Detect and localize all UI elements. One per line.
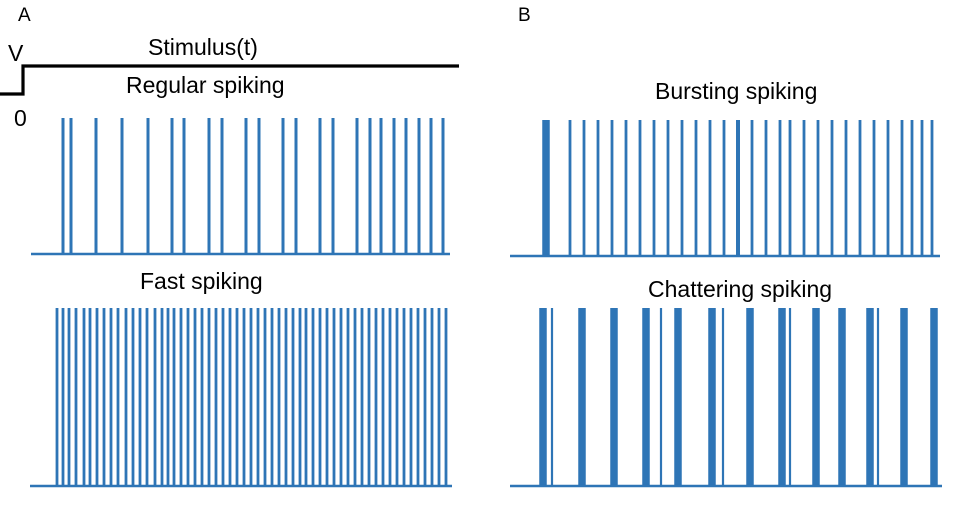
spike-group bbox=[542, 120, 934, 256]
stimulus-title: Stimulus(t) bbox=[148, 34, 258, 60]
fast-spiking-trace bbox=[30, 308, 452, 488]
regular-spiking-title: Regular spiking bbox=[126, 72, 285, 98]
voltage-axis-label: V bbox=[8, 40, 24, 66]
regular-spiking-trace bbox=[31, 118, 450, 256]
stimulus-trace bbox=[0, 64, 459, 96]
panel-label-a: A bbox=[18, 5, 31, 26]
spike-group bbox=[539, 308, 938, 486]
panel-label-b: B bbox=[518, 5, 531, 26]
spike-group bbox=[61, 118, 445, 254]
fast-spiking-title: Fast spiking bbox=[140, 268, 263, 294]
chattering-spiking-title: Chattering spiking bbox=[648, 276, 833, 302]
zero-axis-label: 0 bbox=[14, 105, 27, 131]
stimulus-step-path bbox=[0, 64, 459, 96]
spike-group bbox=[55, 308, 448, 486]
chattering-spiking-trace bbox=[510, 308, 942, 488]
bursting-spiking-trace bbox=[510, 120, 940, 258]
bursting-spiking-title: Bursting spiking bbox=[655, 78, 818, 104]
